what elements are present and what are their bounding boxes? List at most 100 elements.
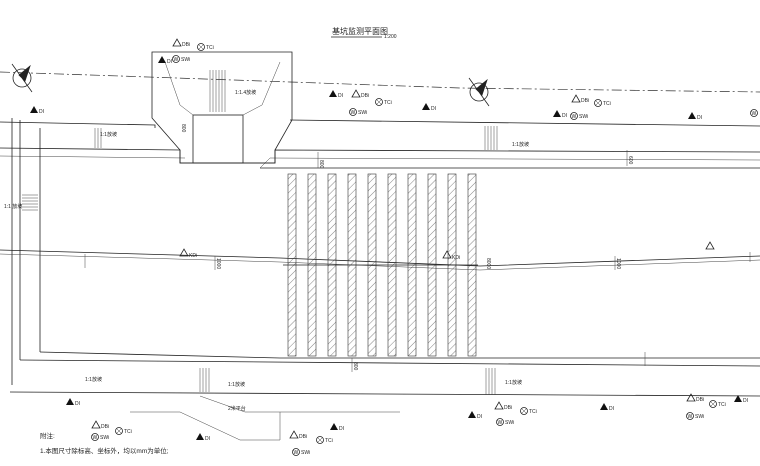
monitor-point-di: DI [66,398,80,407]
svg-text:SWi: SWi [301,450,310,456]
svg-text:SWi: SWi [181,57,190,63]
svg-text:DI: DI [609,406,614,412]
ramp-dim-label: 800 [180,124,186,133]
dimension-marks [84,150,751,372]
monitor-point-di: DI [422,103,436,112]
svg-text:DI: DI [431,106,436,112]
drawing-title: 基坑监测平面图 [332,26,388,36]
monitor-point-kdi [705,241,715,250]
svg-text:TCi: TCi [124,429,132,435]
ramp-slope-label: 1:1.4放坡 [235,89,256,96]
svg-text:TCi: TCi [529,409,537,415]
drawing-scale: 1:200 [384,34,397,40]
middle-line-b [0,253,760,271]
svg-text:DI: DI [75,401,80,407]
svg-text:SWi: SWi [505,420,514,426]
top-pit-edge [0,147,760,164]
monitor-point-di: DI [553,110,567,119]
bottom-slope-label-left: 1:1放坡 [85,376,102,383]
svg-text:W: W [498,420,503,426]
svg-text:W: W [294,450,299,456]
monitor-point-dbi: DBi [686,393,704,403]
top-slope-stairs [94,126,498,150]
ramp-slope-lines [164,61,281,116]
north-arrow-icon [468,77,490,107]
left-slope-stairs [22,194,38,211]
svg-text:TCi: TCi [206,45,214,51]
monitor-point-di: DI [600,403,614,412]
monitor-point-di: DI [158,56,172,65]
svg-text:SWi: SWi [695,414,704,420]
bottom-platform-edge [199,395,400,413]
bottom-crest-line [9,391,760,397]
svg-text:KDi: KDi [452,255,460,261]
monitor-point-kdi: KDi [442,250,460,261]
svg-text:DI: DI [743,398,748,404]
svg-text:W: W [752,111,757,117]
monitor-point-tci: TCi [316,436,333,444]
svg-text:TCi: TCi [325,438,333,444]
monitor-point-tci: TCi [115,427,132,435]
bottom-pit-edge [19,359,760,367]
notes-line-1: 1.本图尺寸除标高、坐标外，均以mm为单位; [40,446,169,455]
svg-text:W: W [572,114,577,120]
access-ramp-outline [151,51,293,164]
svg-text:W: W [351,110,356,116]
svg-text:DI: DI [205,436,210,442]
monitor-point-dbi: DBi [351,89,369,99]
bottom-slope-label-right: 1:1放坡 [505,379,522,386]
bottom-slope-stairs [199,368,496,395]
bottom-pit-edge-inner [39,351,760,359]
svg-text:DI: DI [477,414,482,420]
top-crest-left [0,121,156,128]
left-slope-label: 1:1 放坡 [4,203,22,210]
monitor-point-dbi: DBi [494,401,512,411]
svg-text:DBi: DBi [182,42,190,48]
svg-text:KDi: KDi [189,253,197,259]
dim-mid-b: 1000 [615,258,621,269]
monitor-point-dbi: DBi [172,38,190,48]
bottom-outer-slope [179,411,281,441]
svg-text:SWi: SWi [358,110,367,116]
monitor-point-tci: TCi [197,43,214,51]
top-slope-label-left: 1:1放坡 [100,131,117,138]
monitor-point-tci: TCi [520,407,537,415]
svg-text:W: W [688,414,693,420]
ramp-stairs [209,70,226,112]
middle-line-a [0,249,760,267]
monitor-point-di: DI [330,423,344,432]
svg-text:DBi: DBi [361,93,369,99]
top-slope-label-right: 1:1放坡 [512,141,529,148]
svg-text:W: W [93,435,98,441]
platform-label: 2米平台 [228,405,246,412]
monitor-point-di: DI [196,433,210,442]
svg-text:DI: DI [39,109,44,115]
monitor-point-dbi: DBi [91,420,109,430]
top-crest-right [289,119,760,127]
svg-text:DBi: DBi [696,397,704,403]
monitor-point-dbi: DBi [571,94,589,104]
dim-top-a: 800 [318,160,324,169]
svg-text:DBi: DBi [504,405,512,411]
svg-text:DBi: DBi [101,424,109,430]
svg-text:TCi: TCi [384,100,392,106]
north-arrow-icon [11,63,33,93]
svg-text:DBi: DBi [581,98,589,104]
bottom-slope-label-mid: 1:1放坡 [228,381,245,388]
boundary-line-top [0,71,760,93]
svg-text:DI: DI [339,426,344,432]
svg-text:W: W [174,57,179,63]
ramp-pit-box [192,114,244,164]
svg-text:DBi: DBi [299,434,307,440]
notes-heading: 附注: [40,431,55,440]
dim-mid-c: 8000 [485,258,491,269]
monitor-point-tci: TCi [375,98,392,106]
svg-text:DI: DI [697,115,702,121]
